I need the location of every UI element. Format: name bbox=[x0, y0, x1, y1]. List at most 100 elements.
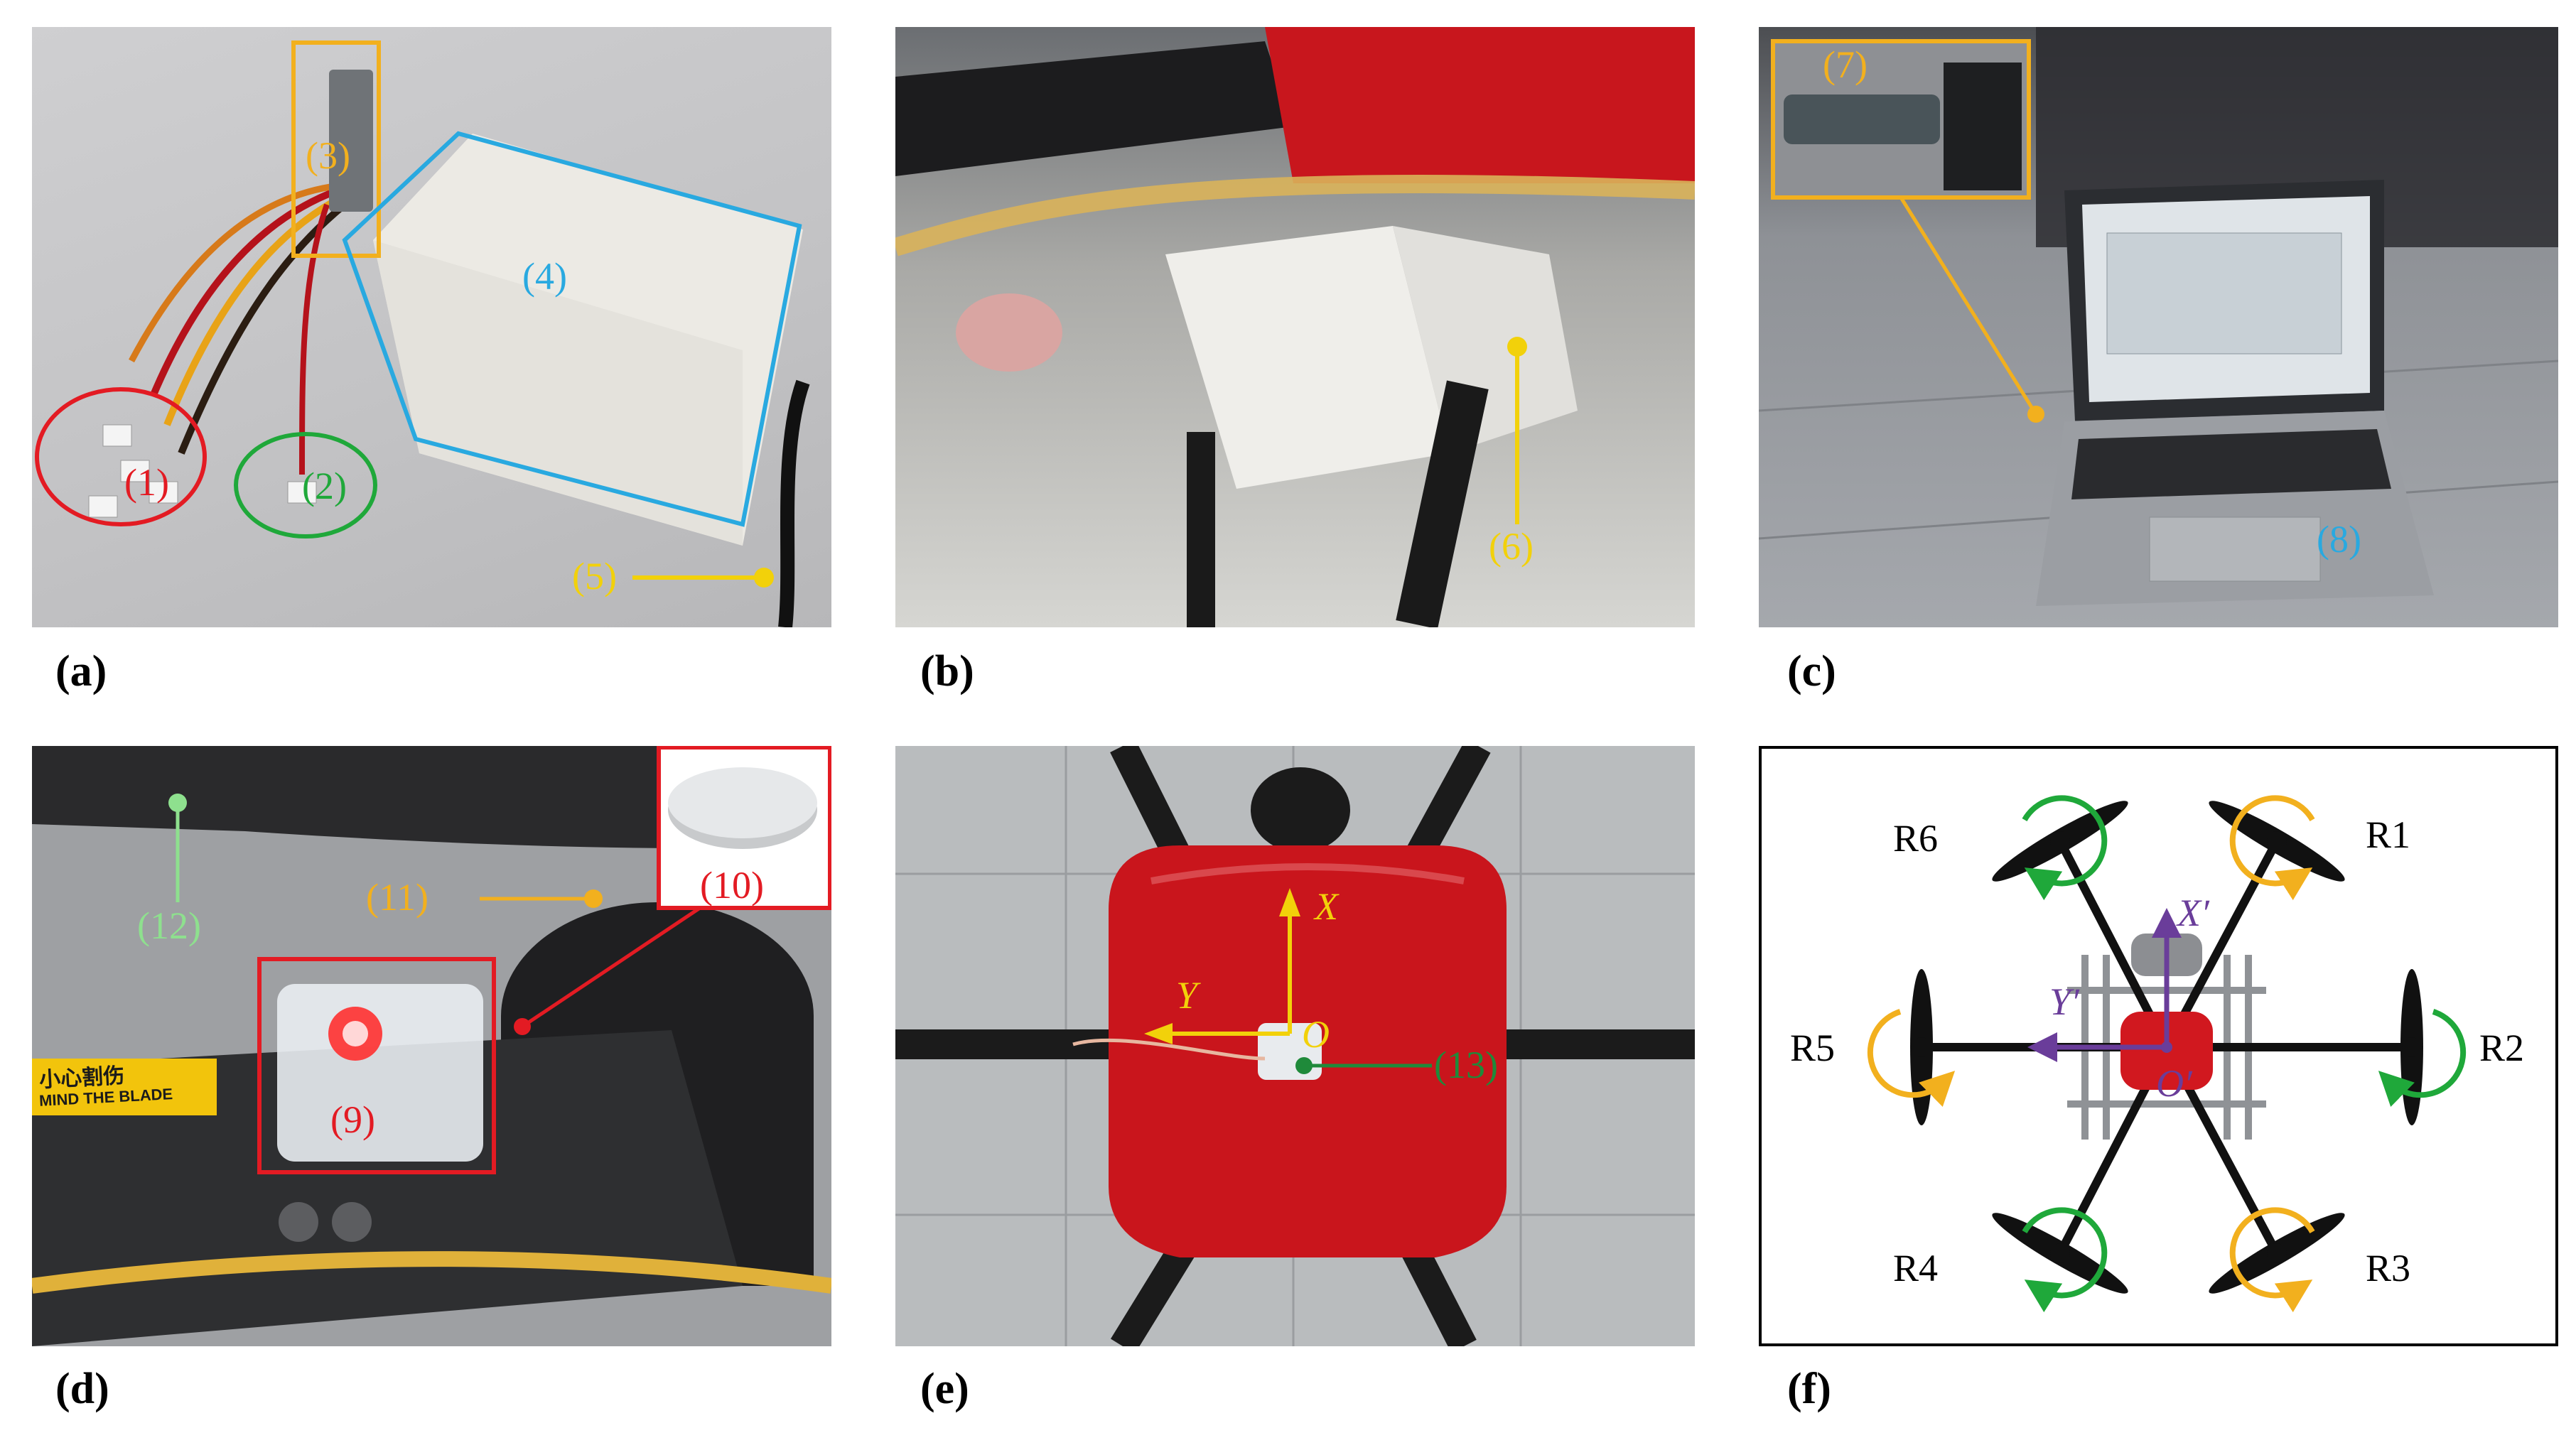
axis-label-origin-prime: O′ bbox=[2156, 1062, 2192, 1105]
leader-dot-10 bbox=[514, 1018, 531, 1035]
rotor-R5 bbox=[1867, 969, 1956, 1125]
touchpad bbox=[2149, 516, 2321, 582]
bolt bbox=[332, 1202, 372, 1242]
photo-panel-e: X Y O (13) bbox=[895, 746, 1695, 1346]
connector bbox=[88, 495, 118, 518]
panel-c-graphics bbox=[1759, 27, 2558, 606]
photo-panel-c: (7) (8) bbox=[1759, 27, 2558, 627]
bolt bbox=[279, 1202, 318, 1242]
rotor-label-R3: R3 bbox=[2366, 1247, 2411, 1289]
leader-dot-12 bbox=[168, 794, 187, 812]
rotor-label-R5: R5 bbox=[1790, 1027, 1836, 1069]
ellipse-annotation-2 bbox=[234, 432, 377, 539]
usb-stick bbox=[329, 70, 373, 212]
callout-11: (11) bbox=[366, 876, 429, 919]
callout-10: (10) bbox=[700, 864, 764, 907]
usb-dongle bbox=[1784, 94, 1940, 144]
box-annotation-3 bbox=[291, 40, 381, 258]
leg bbox=[1187, 432, 1215, 627]
callout-5: (5) bbox=[572, 555, 617, 597]
body-highlight bbox=[1150, 863, 1465, 884]
leg bbox=[1396, 380, 1489, 627]
box-annotation-9 bbox=[257, 957, 496, 1174]
callout-9: (9) bbox=[330, 1098, 375, 1141]
software-window bbox=[2106, 232, 2342, 355]
leader-line-10 bbox=[521, 906, 701, 1029]
white-tank bbox=[1165, 226, 1450, 489]
callout-1: (1) bbox=[124, 461, 169, 504]
connector bbox=[102, 424, 132, 447]
rotor-blade bbox=[32, 746, 831, 848]
gps-cap bbox=[1251, 767, 1350, 853]
photo-panel-a: (3) (4) (1) (2) (5) bbox=[32, 27, 831, 627]
connector bbox=[149, 481, 178, 504]
wrapped-sensor bbox=[956, 293, 1062, 372]
callout-12: (12) bbox=[137, 904, 201, 947]
panel-label-c: (c) bbox=[1787, 647, 1836, 696]
panel-d-graphics bbox=[32, 746, 831, 1346]
diagram-panel-f: R6 R1 R5 R2 R4 R3 X′ Y′ O′ bbox=[1759, 746, 2558, 1346]
cable-yellow bbox=[163, 194, 343, 426]
origin-point bbox=[2161, 1041, 2172, 1053]
warning-sticker bbox=[32, 1059, 217, 1115]
photo-panel-d: 小心割伤 MIND THE BLADE (9) (10) (11) (12) bbox=[32, 746, 831, 1346]
callout-7: (7) bbox=[1823, 43, 1868, 86]
panel-b-graphics bbox=[895, 27, 1695, 627]
connector bbox=[287, 481, 317, 504]
callout-2: (2) bbox=[302, 465, 347, 507]
carbon-arm bbox=[895, 41, 1293, 176]
keyboard-keys bbox=[1944, 63, 2022, 190]
rotor-label-R2: R2 bbox=[2479, 1027, 2525, 1069]
axis-label-y: Y bbox=[1176, 974, 1198, 1017]
axis-label-origin: O bbox=[1302, 1013, 1330, 1056]
leader-dot-6 bbox=[1507, 337, 1527, 357]
sensor-wire bbox=[1072, 1038, 1266, 1061]
red-frame bbox=[1265, 27, 1695, 183]
panel-e-graphics bbox=[895, 746, 1695, 1346]
leader-line-7 bbox=[1899, 196, 2038, 416]
sensor-housing bbox=[277, 984, 483, 1162]
rotor-label-R1: R1 bbox=[2366, 813, 2411, 856]
panel-a-graphics bbox=[35, 40, 810, 627]
rotor-label-R4: R4 bbox=[1893, 1247, 1939, 1289]
rotor-R3 bbox=[2209, 1207, 2345, 1313]
panel-label-a: (a) bbox=[55, 647, 107, 696]
hexacopter-diagram bbox=[1867, 795, 2467, 1313]
box-annotation-4 bbox=[342, 131, 802, 527]
white-box-front bbox=[373, 240, 743, 546]
cable-red bbox=[149, 187, 339, 398]
leader-dot-13 bbox=[1295, 1057, 1313, 1074]
axis-label-y-prime: Y′ bbox=[2049, 980, 2079, 1023]
panel-label-f: (f) bbox=[1787, 1365, 1831, 1413]
panel-label-b: (b) bbox=[920, 647, 974, 696]
yellow-hose bbox=[32, 1251, 831, 1294]
axis-label-x: X bbox=[1315, 885, 1338, 928]
callout-3: (3) bbox=[306, 134, 350, 177]
callout-6: (6) bbox=[1489, 525, 1534, 568]
keyboard bbox=[2071, 429, 2391, 499]
axis-label-x-prime: X′ bbox=[2177, 892, 2209, 934]
rotor-R2 bbox=[2378, 969, 2467, 1125]
x-axis-arrow bbox=[1279, 888, 1300, 916]
cable-black bbox=[178, 202, 347, 455]
leader-dot-5 bbox=[754, 568, 774, 588]
ellipse-annotation-1 bbox=[35, 387, 207, 526]
rotor-R4 bbox=[1992, 1207, 2128, 1313]
inset-frame-10 bbox=[657, 746, 831, 910]
rotor-R1 bbox=[2209, 795, 2345, 901]
connector bbox=[120, 460, 150, 482]
yellow-tube bbox=[895, 175, 1695, 256]
leader-dot-11 bbox=[584, 889, 603, 908]
callout-4: (4) bbox=[522, 255, 567, 298]
magnet-top bbox=[668, 767, 817, 838]
cable-orange bbox=[129, 183, 331, 363]
rotor-R6 bbox=[1992, 795, 2128, 901]
y-axis-arrow bbox=[1144, 1023, 1173, 1044]
panel-label-d: (d) bbox=[55, 1365, 109, 1413]
callout-8: (8) bbox=[2317, 518, 2361, 561]
led-core bbox=[343, 1021, 368, 1046]
panel-label-e: (e) bbox=[920, 1365, 969, 1413]
rotor-label-R6: R6 bbox=[1893, 817, 1939, 860]
white-tank-side bbox=[1393, 226, 1578, 453]
black-cable bbox=[778, 379, 810, 627]
